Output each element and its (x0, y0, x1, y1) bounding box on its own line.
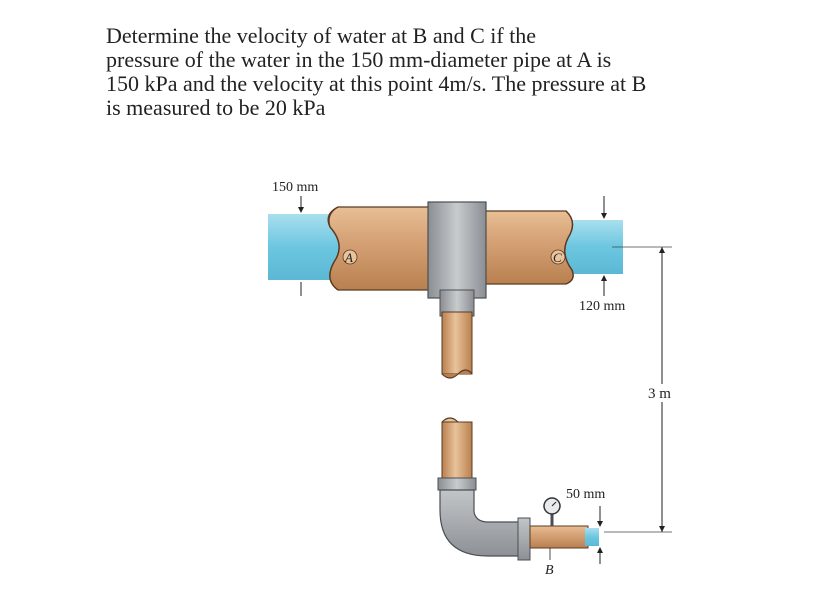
dim-150-arrow (298, 207, 304, 213)
point-a-label: A (344, 250, 353, 265)
dim-3m-arrow-bottom (659, 526, 665, 532)
dim-3m-arrow-top (659, 247, 665, 253)
dim-50-label: 50 mm (566, 487, 605, 502)
point-c-marker (550, 249, 566, 265)
elbow-fitting (439, 489, 521, 557)
main-pipe-right (479, 210, 574, 285)
dim-120-arrow-bottom (601, 275, 607, 281)
outlet-water (585, 528, 599, 546)
tee-fitting (427, 201, 487, 299)
problem-line-3: 150 kPa and the velocity at this point 4… (106, 71, 647, 96)
dim-120-label: 120 mm (579, 299, 625, 314)
pipe-end-left (327, 206, 340, 291)
dim-150-label: 150 mm (272, 180, 318, 195)
point-c-label: C (553, 250, 562, 265)
problem-statement: Determine the velocity of water at B and… (106, 24, 746, 120)
dim-120-arrow-top (601, 213, 607, 219)
pipe-end-right (564, 210, 574, 285)
elbow-collar (437, 477, 477, 491)
point-b-label: B (545, 563, 554, 578)
dim-50-arrow-top (597, 521, 603, 527)
point-a-marker (342, 249, 358, 265)
outlet-collar (517, 517, 531, 561)
vertical-pipe-lower (441, 421, 473, 481)
vertical-pipe-upper (441, 311, 473, 375)
break-upper (441, 369, 473, 379)
main-pipe-left (328, 206, 439, 291)
dim-3m-label: 3 m (648, 386, 671, 402)
problem-line-4: is measured to be 20 kPa (106, 95, 326, 120)
problem-line-2: pressure of the water in the 150 mm-diam… (106, 47, 612, 72)
problem-line-1: Determine the velocity of water at B and… (106, 23, 537, 48)
outlet-pipe (529, 525, 589, 549)
gauge-needle (551, 501, 557, 507)
dim-50-arrow-bottom (597, 547, 603, 553)
